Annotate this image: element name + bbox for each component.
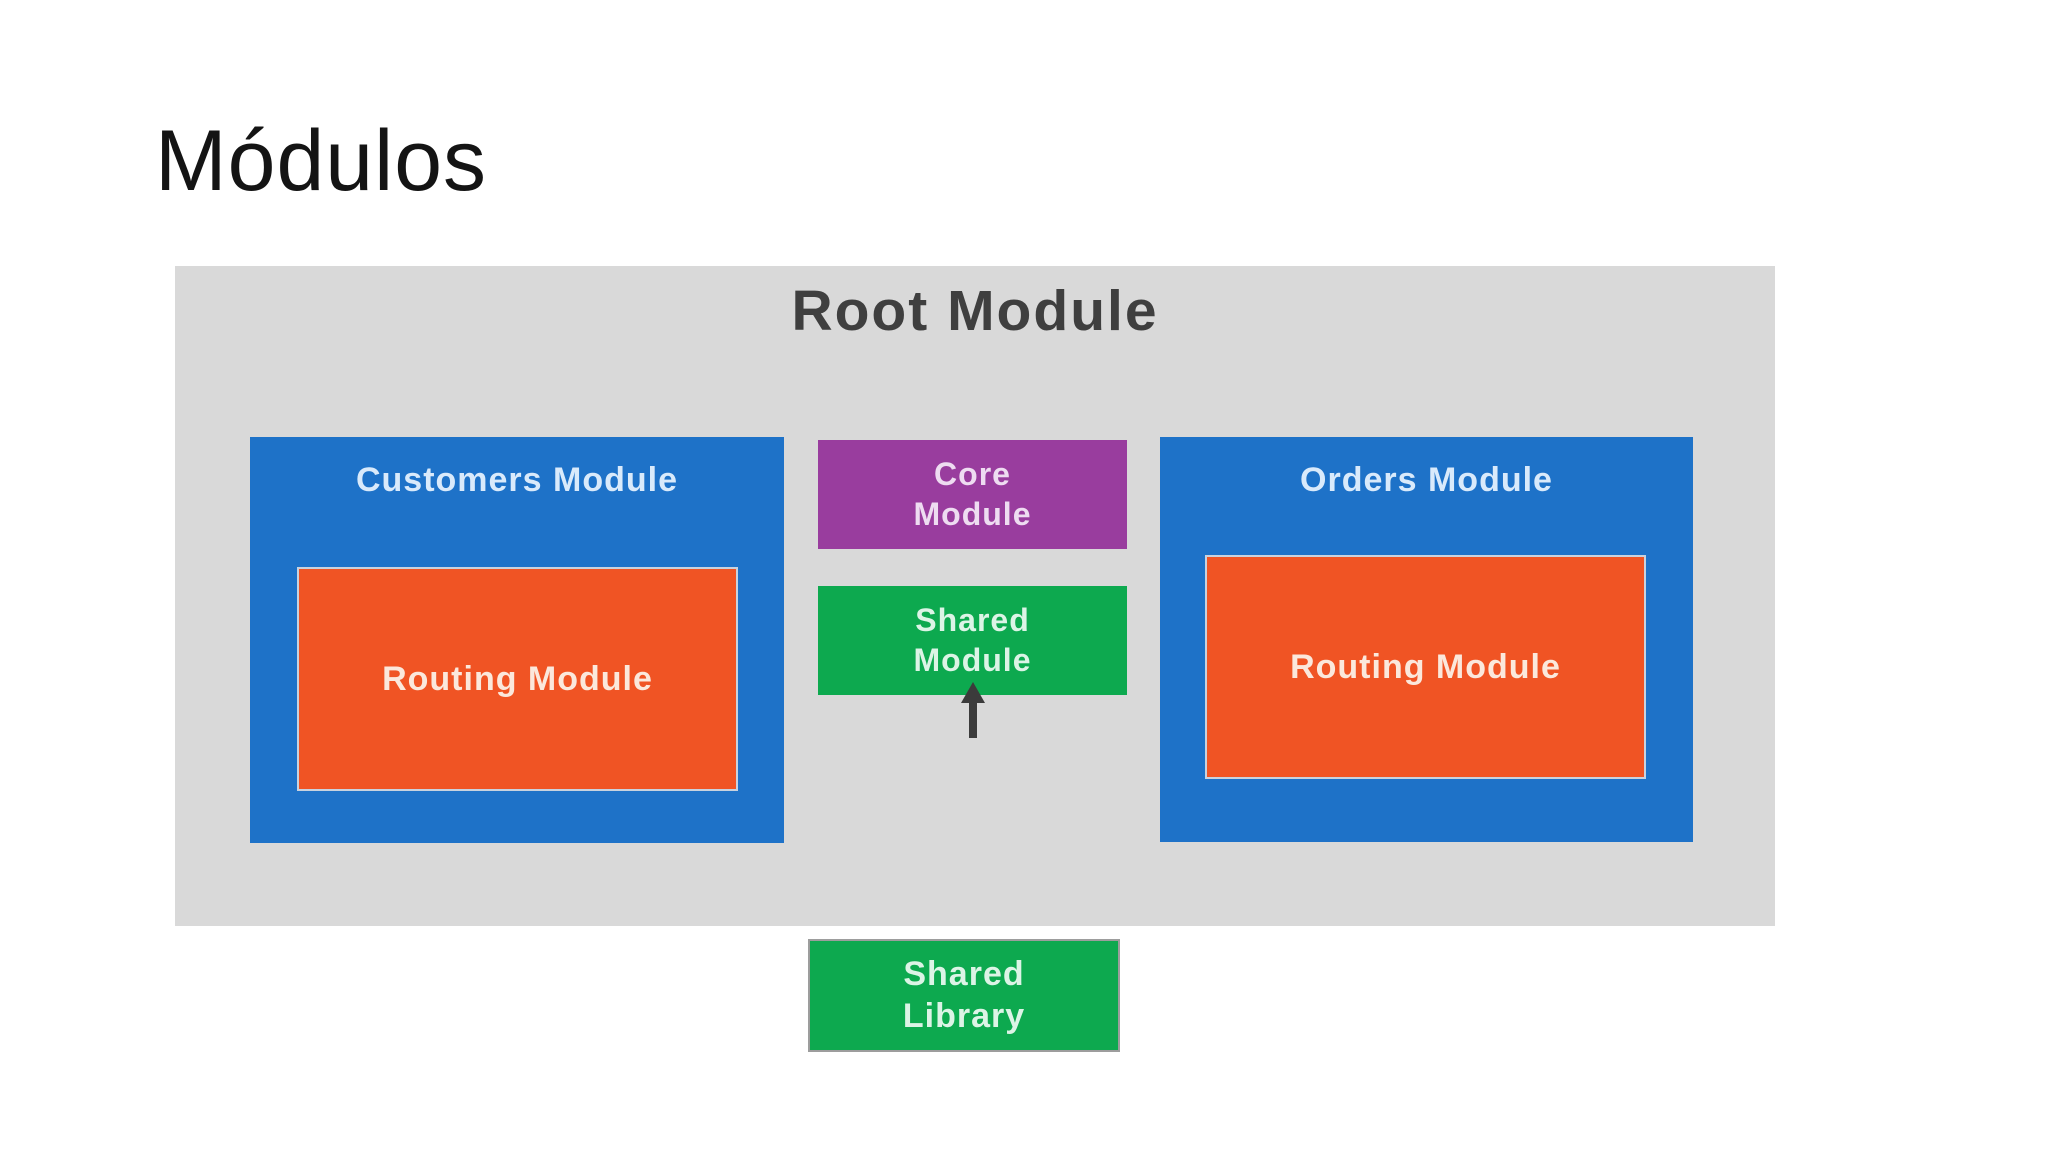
customers-module-label: Customers Module <box>355 461 679 499</box>
arrow-up-icon <box>961 682 985 738</box>
shared-module-label: Shared Module <box>913 601 1032 678</box>
core-module-box: Core Module <box>818 440 1127 549</box>
orders-module-box: Orders Module Routing Module <box>1160 437 1693 842</box>
root-module-box: Root Module Customers Module Routing Mod… <box>175 266 1775 926</box>
customers-routing-module-label: Routing Module <box>382 659 653 698</box>
shared-library-label: Shared Library <box>902 955 1026 1035</box>
customers-module-box: Customers Module Routing Module <box>250 437 784 843</box>
shared-module-box: Shared Module <box>818 586 1127 695</box>
root-module-label: Root Module <box>791 279 1159 343</box>
shared-library-box: Shared Library <box>808 939 1120 1052</box>
orders-module-label: Orders Module <box>1300 461 1553 499</box>
customers-routing-module-box: Routing Module <box>297 567 738 791</box>
orders-routing-module-label: Routing Module <box>1290 647 1561 686</box>
slide-title: Módulos <box>155 113 488 209</box>
core-module-label: Core Module <box>913 455 1032 532</box>
orders-routing-module-box: Routing Module <box>1205 555 1646 779</box>
